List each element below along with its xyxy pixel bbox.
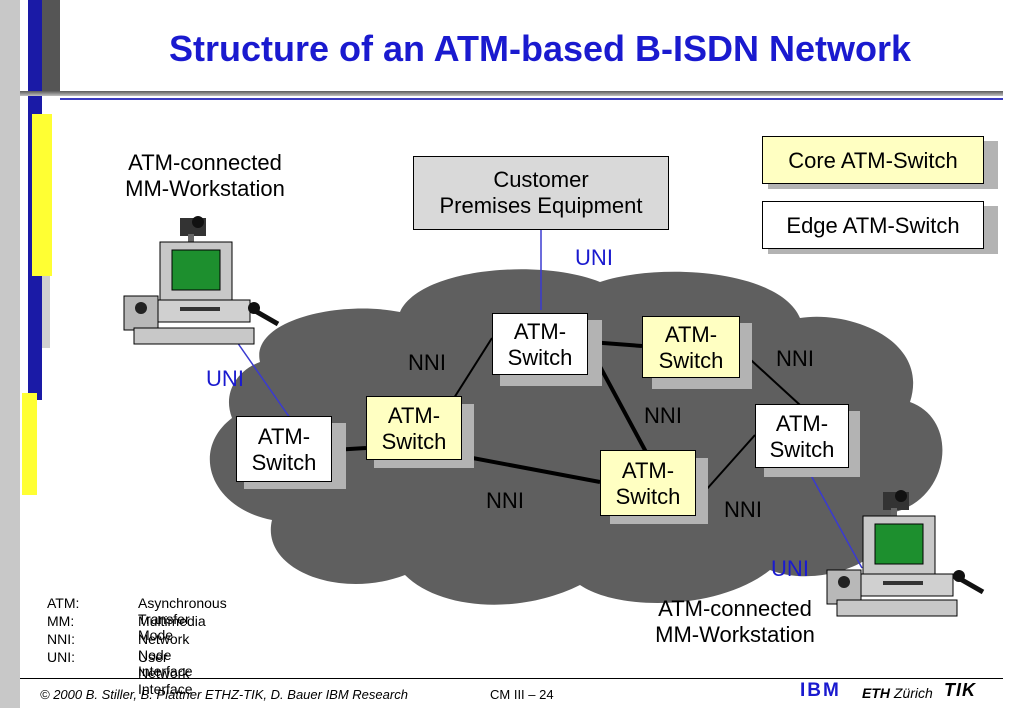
nni-link-middle-center — [453, 337, 493, 399]
workstation-label-line2: MM-Workstation — [125, 176, 285, 201]
abbreviation-meaning: Asynchronous Transfer Mode — [138, 595, 227, 643]
workstation-label-line1: ATM-connected — [658, 596, 812, 621]
customer-premises-equipment-box: Customer Premises Equipment — [413, 156, 669, 230]
footer-divider — [20, 678, 1003, 679]
nni-label-left: NNI — [408, 350, 446, 375]
workstation-label-top-left: ATM-connected MM-Workstation — [90, 150, 320, 202]
edge-switch-legend-box: Edge ATM-Switch — [762, 201, 984, 249]
uni-label-left: UNI — [206, 366, 244, 391]
switch-line2: Switch — [507, 345, 573, 370]
eth-rest: Zürich — [890, 685, 933, 701]
left-light-bar — [42, 276, 50, 348]
nni-label-bottom-right: NNI — [724, 497, 762, 522]
switch-line2: Switch — [381, 429, 447, 454]
left-yellow-bar-top — [32, 114, 52, 276]
atm-switch-left: ATM- Switch — [236, 416, 332, 482]
eth-logo: ETH Zürich — [862, 685, 933, 701]
atm-switch-right: ATM- Switch — [755, 404, 849, 468]
switch-line2: Switch — [615, 484, 681, 509]
network-cloud — [209, 269, 943, 605]
nni-label-center: NNI — [644, 403, 682, 428]
abbreviation-key: MM: — [47, 613, 75, 629]
switch-line1: ATM- — [664, 322, 718, 347]
workstation-label-line1: ATM-connected — [128, 150, 282, 175]
cpe-line2: Premises Equipment — [439, 193, 643, 218]
switch-line2: Switch — [658, 348, 724, 373]
left-yellow-bar-bottom — [22, 393, 37, 495]
atm-switch-center-top: ATM- Switch — [492, 313, 588, 375]
core-switch-legend-box: Core ATM-Switch — [762, 136, 984, 184]
nni-label-top-right: NNI — [776, 346, 814, 371]
slide-title: Structure of an ATM-based B-ISDN Network — [168, 28, 912, 69]
left-dark-bar — [42, 0, 60, 92]
nni-label-bottom: NNI — [486, 488, 524, 513]
switch-line2: Switch — [251, 450, 317, 475]
nni-link-middle-bottom — [461, 454, 601, 484]
abbreviation-meaning: Network Node Interface — [138, 631, 193, 679]
switch-line1: ATM- — [775, 411, 829, 436]
workstation-label-line2: MM-Workstation — [655, 622, 815, 647]
nni-link-bottom-right — [705, 434, 756, 491]
uni-label-right: UNI — [771, 556, 809, 581]
left-gray-bar — [0, 0, 20, 708]
ibm-logo: IBM — [800, 680, 841, 701]
tik-logo: TIK — [944, 680, 976, 700]
atm-switch-middle: ATM- Switch — [366, 396, 462, 460]
abbreviation-meaning: Multimedia — [138, 613, 206, 629]
switch-line1: ATM- — [513, 319, 567, 344]
workstation-icon-top-left — [123, 216, 280, 345]
title-underline-blue — [60, 98, 1003, 100]
switch-line1: ATM- — [257, 424, 311, 449]
workstation-icon-bottom-right — [826, 490, 985, 617]
footer-slide-number: CM III – 24 — [490, 687, 554, 702]
switch-line2: Switch — [769, 437, 835, 462]
uni-link-left — [236, 341, 291, 419]
uni-label-cpe: UNI — [575, 245, 613, 270]
abbreviation-key: ATM: — [47, 595, 80, 611]
atm-switch-bottom: ATM- Switch — [600, 450, 696, 516]
workstation-label-bottom-right: ATM-connected MM-Workstation — [620, 596, 850, 648]
abbreviation-key: NNI: — [47, 631, 75, 647]
eth-bold: ETH — [862, 685, 890, 701]
title-underline — [20, 91, 1003, 96]
abbreviation-meaning: User Network Interface — [138, 649, 193, 697]
cpe-line1: Customer — [493, 167, 589, 192]
footer-copyright: © 2000 B. Stiller, B. Plattner ETHZ-TIK,… — [40, 687, 408, 702]
abbreviation-key: UNI: — [47, 649, 75, 665]
atm-switch-right-top: ATM- Switch — [642, 316, 740, 378]
switch-line1: ATM- — [387, 403, 441, 428]
switch-line1: ATM- — [621, 458, 675, 483]
uni-link-right — [807, 469, 863, 569]
